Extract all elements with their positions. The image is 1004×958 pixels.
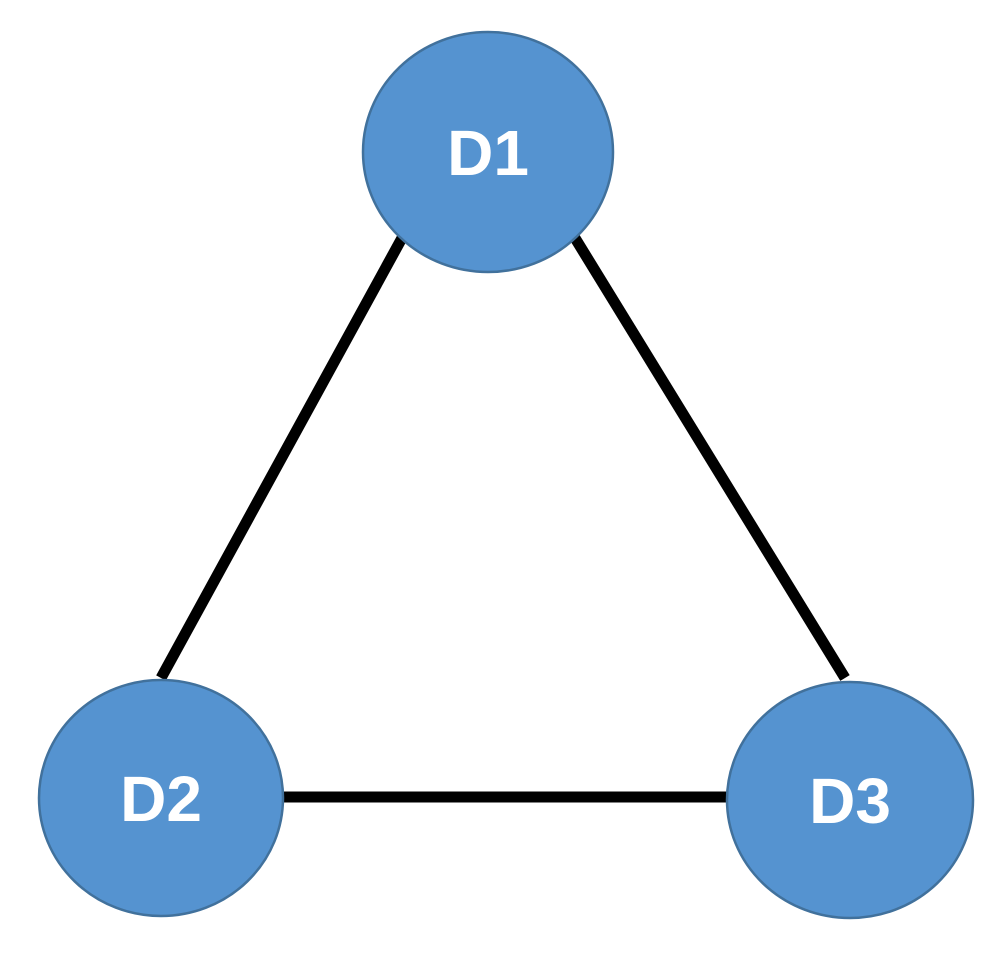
node-circle-d1 [361, 30, 615, 274]
edge-d1-d3 [570, 235, 850, 681]
node-d1: D1 [361, 30, 615, 274]
node-d2: D2 [37, 678, 285, 918]
node-circle-d3 [725, 680, 975, 920]
node-label-d3: D3 [809, 765, 891, 837]
edges-layer [156, 235, 850, 803]
node-d3: D3 [725, 680, 975, 920]
node-label-d2: D2 [120, 763, 202, 835]
node-label-d1: D1 [447, 117, 529, 189]
node-circle-d2 [37, 678, 285, 918]
edge-d1-d2 [156, 235, 407, 681]
